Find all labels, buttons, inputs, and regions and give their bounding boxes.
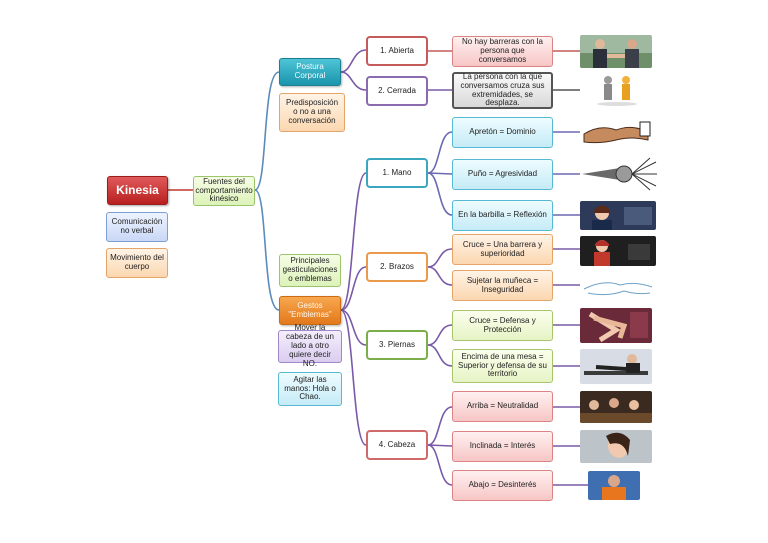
- node-cabeza[interactable]: 4. Cabeza: [366, 430, 428, 460]
- item-piernas-mesa: Encima de una mesa = Superior y defensa …: [452, 349, 553, 383]
- item-cabeza-inclinada: Inclinada = Interés: [452, 431, 553, 462]
- item-brazos-muneca: Sujetar la muñeca = Inseguridad: [452, 270, 553, 301]
- item-cabeza-arriba: Arriba = Neutralidad: [452, 391, 553, 422]
- wrist-grab-sketch: [580, 273, 656, 301]
- connector-gestos-piernas: [340, 309, 367, 346]
- crossed-arms-photo: [580, 236, 656, 266]
- man-head-down-photo: [588, 471, 640, 500]
- connector-cabeza-3: [427, 444, 453, 486]
- note-agitar-manos: Agitar las manos: Hola o Chao.: [278, 372, 342, 406]
- item-cabeza-abajo: Abajo = Desinterés: [452, 470, 553, 501]
- connector-mano-2: [427, 172, 453, 175]
- connector-piernas-1: [427, 324, 453, 346]
- item-brazos-cruce: Cruce = Una barrera y superioridad: [452, 234, 553, 265]
- connector-mano-3: [427, 172, 453, 216]
- note-comunicacion-no-verbal: Comunicación no verbal: [106, 212, 168, 242]
- item-mano-barbilla: En la barbilla = Reflexión: [452, 200, 553, 231]
- node-abierta[interactable]: 1. Abierta: [366, 36, 428, 66]
- root-node-kinesia[interactable]: Kinesia: [107, 176, 168, 205]
- woman-thinking-photo: [580, 201, 656, 230]
- node-gestos-emblemas[interactable]: Gestos "Emblemas": [279, 296, 341, 325]
- connector-cabeza-2: [427, 444, 453, 447]
- woman-tilted-head-photo: [580, 430, 652, 463]
- node-brazos[interactable]: 2. Brazos: [366, 252, 428, 282]
- handshake-drawing: [580, 116, 652, 149]
- node-piernas[interactable]: 3. Piernas: [366, 330, 428, 360]
- feet-on-desk-photo: [580, 349, 652, 384]
- figures-arguing-photo: [580, 72, 652, 108]
- connector-postura-cerrada: [340, 71, 367, 91]
- note-mover-cabeza-no: Mover la cabeza de un lado a otro quiere…: [278, 323, 342, 368]
- note-predisposicion: Predisposición o no a una conversación: [279, 93, 345, 132]
- node-fuentes[interactable]: Fuentes del comportamiento kinésico: [193, 176, 255, 206]
- node-cerrada[interactable]: 2. Cerrada: [366, 76, 428, 106]
- fist-punch-drawing: [580, 156, 658, 192]
- connector-gestos-cabeza: [340, 309, 367, 446]
- note-principales-gesticulaciones: Principales gesticulaciones o emblemas: [279, 254, 341, 287]
- connector-brazos-1: [427, 248, 453, 268]
- desc-cerrada: La persona con la que conversamos cruza …: [452, 72, 553, 109]
- crossed-legs-photo: [580, 308, 652, 343]
- connector-cabeza-1: [427, 406, 453, 446]
- connector-mano-1: [427, 131, 453, 174]
- group-meeting-photo: [580, 391, 652, 423]
- connector-sources-gestos: [254, 189, 280, 311]
- connector-gestos-mano: [340, 172, 367, 311]
- connector-sources-postura: [254, 71, 280, 191]
- item-piernas-cruce: Cruce = Defensa y Protección: [452, 310, 553, 341]
- item-mano-puno: Puño = Agresividad: [452, 159, 553, 190]
- node-postura-corporal[interactable]: Postura Corporal: [279, 58, 341, 86]
- desc-abierta: No hay barreras con la persona que conve…: [452, 36, 553, 67]
- item-mano-apreton: Apretón = Dominio: [452, 117, 553, 148]
- business-handshake-photo: [580, 35, 652, 68]
- node-mano[interactable]: 1. Mano: [366, 158, 428, 188]
- connector-postura-abierta: [340, 49, 367, 73]
- connector-gestos-brazos: [340, 266, 367, 311]
- connector-brazos-2: [427, 266, 453, 286]
- connector-piernas-2: [427, 344, 453, 367]
- note-movimiento-cuerpo: Movimiento del cuerpo: [106, 248, 168, 278]
